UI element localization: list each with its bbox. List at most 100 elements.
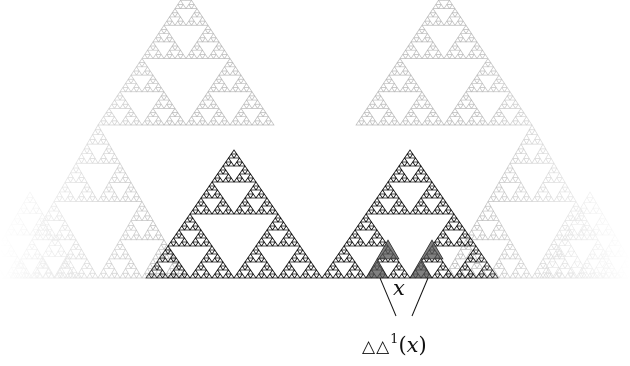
solid-triangle-cell <box>337 273 345 279</box>
solid-triangle-cell <box>458 273 466 279</box>
solid-triangle-cell <box>194 201 202 207</box>
faded-triangle-cell <box>174 20 182 26</box>
solid-triangle-cell <box>288 265 296 271</box>
faded-triangle-cell <box>174 12 182 18</box>
faded-triangle-cell <box>229 70 237 76</box>
faded-triangle-cell <box>446 116 453 122</box>
faded-triangle-cell <box>415 103 423 109</box>
faded-triangle-cell <box>407 41 415 47</box>
faded-triangle-cell <box>459 37 467 43</box>
solid-triangle-cell <box>304 273 312 279</box>
solid-triangle-cell <box>178 233 186 239</box>
faded-triangle-cell <box>221 49 228 55</box>
solid-triangle-cell <box>169 269 178 275</box>
solid-triangle-cell <box>381 257 389 263</box>
solid-triangle-cell <box>442 225 450 231</box>
faded-triangle-cell <box>201 53 209 59</box>
solid-triangle-cell <box>246 253 255 259</box>
faded-triangle-cell <box>207 37 215 43</box>
faded-triangle-cell <box>454 103 462 109</box>
solid-triangle-cell <box>348 273 356 279</box>
solid-triangle-cell <box>183 217 191 223</box>
solid-triangle-cell <box>414 161 422 167</box>
solid-triangle-cell <box>428 181 436 187</box>
solid-triangle-cell <box>376 241 384 247</box>
solid-triangle-cell <box>233 153 241 159</box>
solid-triangle-cell <box>227 161 235 167</box>
faded-triangle-cell <box>454 253 462 260</box>
faded-triangle-cell <box>454 120 462 126</box>
operator-symbols: △△ <box>362 337 391 357</box>
solid-triangle-cell <box>417 197 425 203</box>
solid-triangle-cell <box>398 209 406 215</box>
solid-triangle-cell <box>337 249 345 255</box>
faded-triangle-cell <box>190 111 198 118</box>
solid-triangle-cell <box>202 237 211 243</box>
faded-triangle-cell <box>437 20 445 26</box>
solid-triangle-cell <box>425 257 433 263</box>
faded-triangle-cell <box>424 32 431 39</box>
solid-triangle-cell <box>211 193 219 199</box>
solid-triangle-cell <box>365 209 373 215</box>
solid-triangle-cell <box>370 233 378 239</box>
solid-triangle-cell <box>255 273 263 279</box>
solid-triangle-cell <box>216 169 224 175</box>
solid-triangle-cell <box>172 273 180 279</box>
solid-triangle-cell <box>241 197 249 203</box>
faded-triangle-cell <box>196 111 204 118</box>
faded-triangle-cell <box>262 111 270 118</box>
solid-triangle-cell <box>400 269 409 275</box>
faded-triangle-cell <box>391 82 398 88</box>
faded-triangle-cell <box>212 111 220 118</box>
solid-triangle-cell <box>200 273 208 279</box>
faded-triangle-cell <box>223 62 231 68</box>
solid-triangle-cell <box>403 209 411 215</box>
faded-triangle-cell <box>454 20 462 26</box>
solid-triangle-cell <box>458 265 466 271</box>
faded-triangle-cell <box>366 111 374 118</box>
solid-triangle-cell <box>224 205 233 211</box>
solid-triangle-cell <box>398 273 406 279</box>
solid-triangle-cell <box>398 201 406 207</box>
solid-triangle-cell <box>266 265 274 271</box>
solid-triangle-cell <box>222 169 230 175</box>
solid-triangle-cell <box>447 273 455 279</box>
solid-triangle-cell <box>354 241 362 247</box>
solid-triangle-cell <box>255 257 263 263</box>
solid-triangle-cell <box>356 221 365 227</box>
faded-triangle-cell <box>204 24 212 30</box>
solid-triangle-cell <box>274 213 282 219</box>
faded-triangle-cell <box>402 82 409 88</box>
solid-triangle-cell <box>200 257 208 263</box>
faded-triangle-cell <box>429 107 437 113</box>
faded-triangle-cell <box>446 0 453 5</box>
solid-triangle-cell <box>367 237 376 243</box>
faded-triangle-cell <box>432 120 440 126</box>
faded-triangle-cell <box>371 95 379 101</box>
faded-triangle-cell <box>388 70 396 76</box>
faded-triangle-cell <box>190 3 198 9</box>
faded-triangle-cell <box>210 99 217 105</box>
solid-triangle-cell <box>464 241 472 247</box>
solid-triangle-cell <box>271 241 279 247</box>
faded-triangle-cell <box>193 41 201 47</box>
faded-triangle-cell <box>243 82 250 88</box>
solid-triangle-cell <box>288 233 296 239</box>
solid-triangle-cell <box>183 225 191 231</box>
solid-triangle-cell <box>436 201 444 207</box>
faded-triangle-cell <box>426 103 434 109</box>
faded-triangle-cell <box>374 91 382 97</box>
faded-triangle-cell <box>371 103 379 109</box>
faded-triangle-cell <box>168 120 176 126</box>
solid-triangle-cell <box>326 265 334 271</box>
solid-triangle-cell <box>191 205 200 211</box>
solid-triangle-cell <box>414 209 422 215</box>
solid-triangle-cell <box>387 209 395 215</box>
solid-triangle-cell <box>271 217 279 223</box>
solid-triangle-cell <box>260 193 268 199</box>
solid-triangle-cell <box>444 269 453 275</box>
solid-triangle-cell <box>340 245 348 251</box>
faded-triangle-cell <box>240 111 248 118</box>
faded-triangle-cell <box>424 16 431 22</box>
solid-triangle-cell <box>235 269 244 275</box>
